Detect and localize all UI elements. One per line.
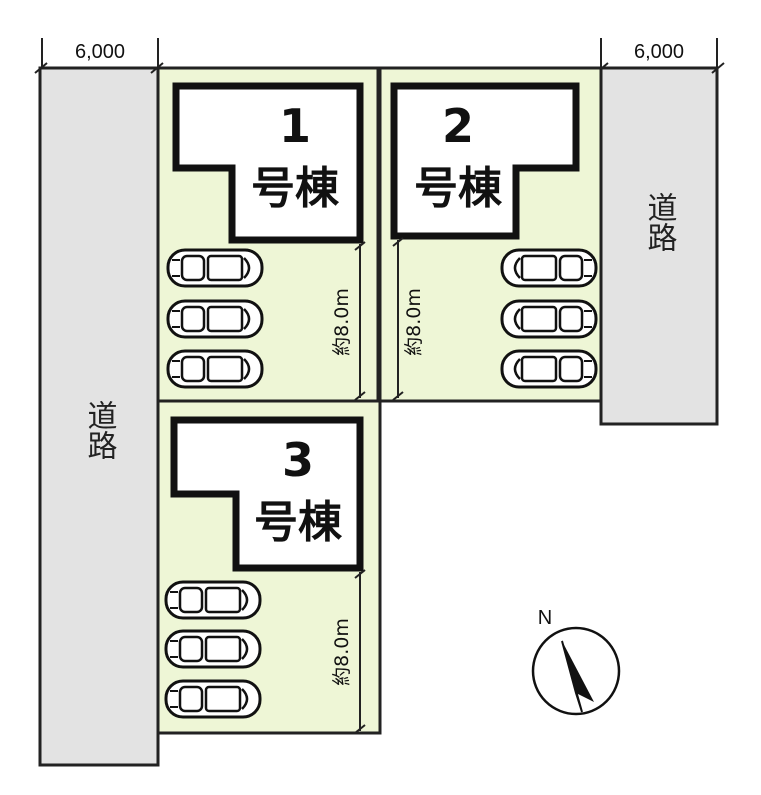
building-1: [172, 82, 364, 244]
lot-2-car-3: [500, 349, 598, 389]
east-road-dimension: [595, 38, 725, 74]
west-road: [38, 66, 160, 767]
lot-3-car-3: [164, 679, 262, 719]
lot-3-name: 号棟: [254, 497, 343, 548]
lot-1-car-3: [166, 349, 264, 389]
building-2: [390, 82, 580, 240]
lot-2-car-2: [500, 299, 598, 339]
lot-1-number: 1: [279, 99, 311, 153]
east-road-width: 6,000: [634, 41, 684, 63]
west-road-width: 6,000: [75, 41, 125, 63]
east-road-label: 道路: [642, 192, 677, 252]
lot-3-parking-depth: 約8.0m: [331, 618, 353, 686]
west-road-label: 道路: [82, 400, 117, 460]
lot-1-name: 号棟: [251, 163, 340, 214]
lot-3-car-2: [164, 629, 262, 669]
lot-2-parking-dimension: [392, 237, 404, 401]
north-compass-icon: [531, 626, 621, 716]
lot-2-number: 2: [442, 99, 474, 153]
lot-3-car-1: [164, 580, 262, 620]
east-road: [599, 66, 719, 426]
lot-3-number: 3: [282, 433, 314, 487]
lot-2-parking-depth: 約8.0m: [403, 288, 425, 356]
lot-3-parking-dimension: [354, 569, 366, 734]
lot-1-car-2: [166, 299, 264, 339]
lot-1-parking-dimension: [354, 241, 366, 401]
lot-2-car-1: [500, 248, 598, 288]
lot-1-car-1: [166, 248, 264, 288]
compass-north-label: N: [538, 607, 552, 629]
lot-2-name: 号棟: [414, 163, 503, 214]
lot-1-parking-depth: 約8.0m: [331, 288, 353, 356]
building-3: [170, 416, 364, 572]
